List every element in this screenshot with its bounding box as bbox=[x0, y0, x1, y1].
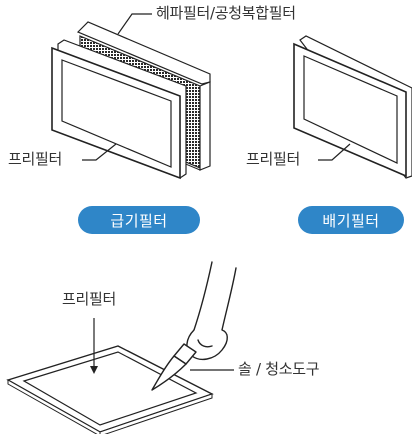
brush-label: 솔 / 청소도구 bbox=[238, 360, 320, 378]
cleaning-pre-filter-label: 프리필터 bbox=[62, 290, 117, 308]
exhaust-pre-leader-line bbox=[318, 143, 351, 161]
exhaust-pre-filter-drawing bbox=[293, 35, 412, 179]
down-arrow bbox=[90, 318, 98, 374]
supply-filter-badge-text: 급기필터 bbox=[110, 211, 168, 230]
supply-filter-badge: 급기필터 bbox=[78, 206, 200, 234]
hand-with-brush-drawing bbox=[151, 261, 237, 391]
supply-pre-filter-drawing bbox=[51, 39, 187, 180]
cleaning-pre-filter-drawing bbox=[6, 345, 214, 434]
hepa-leader-line bbox=[117, 13, 152, 35]
supply-pre-filter-label: 프리필터 bbox=[8, 150, 63, 168]
exhaust-filter-badge: 배기필터 bbox=[298, 206, 404, 234]
hepa-filter-label: 헤파필터/공청복합필터 bbox=[156, 4, 296, 22]
exhaust-filter-badge-text: 배기필터 bbox=[322, 211, 380, 230]
exhaust-pre-filter-label: 프리필터 bbox=[246, 150, 301, 168]
supply-pre-leader-line bbox=[82, 143, 117, 161]
